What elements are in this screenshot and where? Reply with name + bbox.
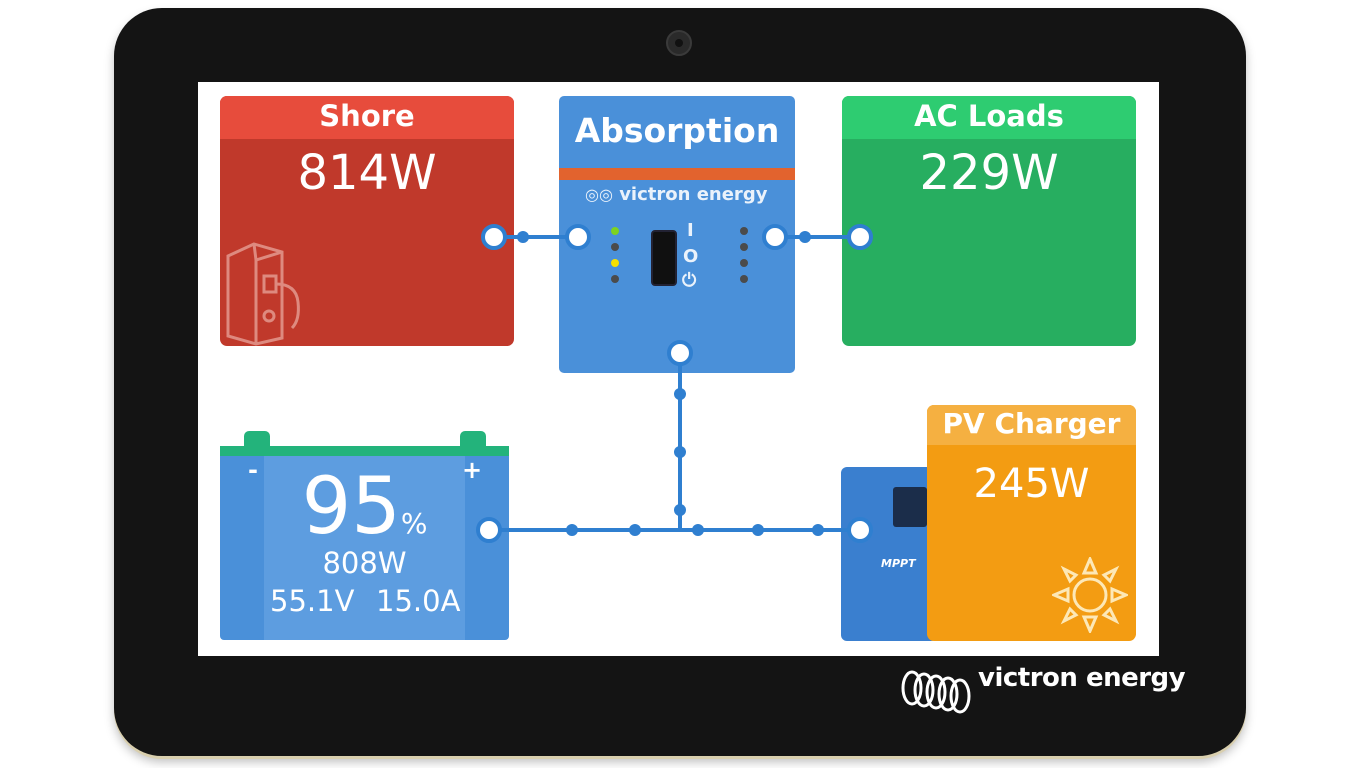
battery-soc-unit: %	[400, 507, 428, 540]
pv-charger-tile[interactable]: PV Charger 245W	[927, 405, 1136, 641]
flow-dot	[752, 524, 764, 536]
battery-center-panel	[264, 456, 465, 640]
connector-shore	[481, 224, 507, 250]
switch-off-label: O	[683, 246, 699, 267]
battery-tile[interactable]: - + 95% 808W 55.1V 15.0A	[220, 431, 509, 640]
shore-power: 814W	[297, 145, 437, 201]
shore-plug-icon	[226, 242, 300, 346]
battery-voltage: 55.1V	[270, 584, 355, 618]
battery-power: 808W	[322, 546, 407, 580]
connector-pv	[847, 517, 873, 543]
ac-loads-power: 229W	[919, 145, 1059, 201]
led-absorption-icon	[611, 259, 619, 267]
inverter-display	[651, 230, 677, 286]
battery-terminal-plus	[460, 431, 486, 447]
connector-ac-loads	[847, 224, 873, 250]
ac-loads-tile[interactable]: AC Loads 229W	[842, 96, 1136, 346]
battery-top-bar	[220, 446, 509, 456]
flow-dot	[692, 524, 704, 536]
led-icon	[740, 227, 748, 235]
connector-inverter-dc	[667, 340, 693, 366]
led-icon	[611, 243, 619, 251]
ac-loads-title: AC Loads	[842, 96, 1136, 139]
flow-dot	[566, 524, 578, 536]
inverter-tile[interactable]: Absorption ◎◎ victron energy I O ⏻	[559, 96, 795, 373]
connector-battery	[476, 517, 502, 543]
victron-logo-icon: ◎◎	[585, 185, 613, 204]
shore-title: Shore	[220, 96, 514, 139]
led-icon	[740, 259, 748, 267]
battery-plus-label: +	[462, 456, 483, 484]
mppt-display	[893, 487, 927, 527]
led-mains-icon	[611, 227, 619, 235]
battery-soc: 95%	[220, 462, 509, 552]
screen: Shore 814W Absorption ◎◎ victron energy	[198, 82, 1159, 656]
connector-inverter-in	[565, 224, 591, 250]
connector-inverter-out	[762, 224, 788, 250]
switch-on-label: I	[687, 220, 694, 241]
flow-dot	[674, 504, 686, 516]
flow-dot	[517, 231, 529, 243]
led-icon	[611, 275, 619, 283]
mppt-device-image: MPPT	[841, 467, 937, 641]
inverter-stripe	[559, 168, 795, 180]
sun-icon	[1052, 557, 1128, 633]
inverter-brand-text: victron energy	[619, 184, 768, 205]
battery-current: 15.0A	[376, 584, 461, 618]
pv-charger-title: PV Charger	[927, 405, 1136, 445]
led-icon	[740, 275, 748, 283]
power-icon[interactable]: ⏻	[682, 270, 697, 291]
victron-logo-icon	[901, 670, 971, 714]
camera-icon	[666, 30, 692, 56]
battery-soc-value: 95	[301, 462, 401, 552]
flow-dot	[812, 524, 824, 536]
inverter-state: Absorption	[574, 111, 780, 150]
battery-terminal-minus	[244, 431, 270, 447]
flow-lines	[476, 224, 873, 543]
flow-dot	[799, 231, 811, 243]
pv-charger-power: 245W	[973, 461, 1090, 507]
mppt-label: MPPT	[881, 557, 916, 570]
flow-dot	[674, 388, 686, 400]
battery-minus-label: -	[248, 456, 258, 484]
flow-dot	[629, 524, 641, 536]
shore-tile[interactable]: Shore 814W	[220, 96, 514, 346]
inverter-brand: ◎◎ victron energy	[585, 184, 767, 205]
led-icon	[740, 243, 748, 251]
device-brand-text: victron energy	[978, 663, 1186, 693]
flow-dot	[674, 446, 686, 458]
